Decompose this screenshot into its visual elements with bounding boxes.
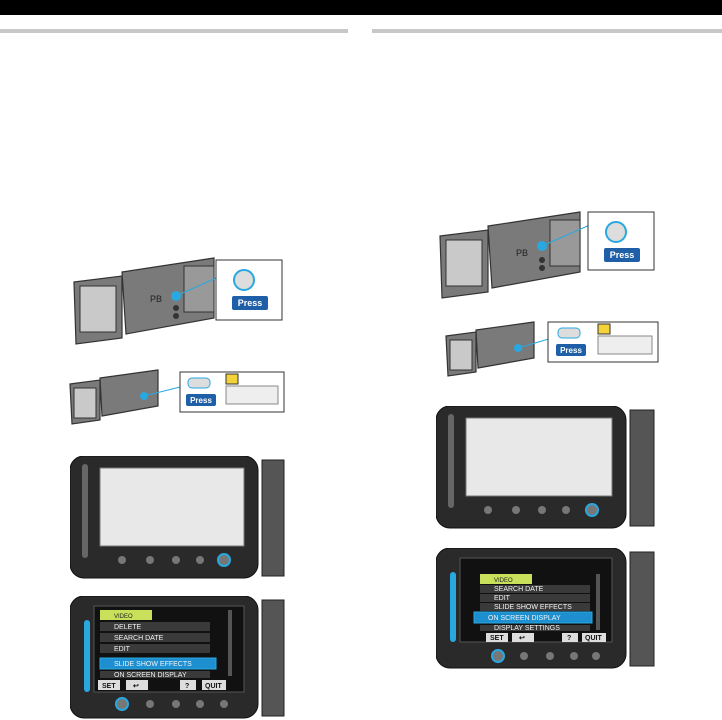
lcd-hinge — [261, 459, 285, 577]
touch-sensor-strip — [450, 572, 456, 642]
menu-item-label: DISPLAY SETTINGS — [494, 625, 560, 632]
scrollbar — [228, 610, 232, 676]
set-button-label: SET — [490, 635, 504, 642]
camera-mode-icon — [597, 323, 611, 335]
menu-item-label: EDIT — [114, 646, 131, 653]
menu-item-video — [480, 574, 532, 584]
menu-button-icon — [217, 553, 231, 567]
back-button — [512, 633, 534, 642]
ok-button-icon — [115, 697, 129, 711]
lcd-hinge — [629, 551, 655, 667]
menu-item-label: SLIDE SHOW EFFECTS — [114, 661, 192, 668]
back-icon: ↩ — [519, 635, 525, 642]
quit-button — [202, 680, 226, 690]
menu-screen-illustration-left: VIDEO DELETE SEARCH DATE EDIT SLIDE SHOW… — [70, 596, 285, 719]
menu-item — [480, 603, 590, 611]
lcd-display — [99, 467, 245, 547]
press-badge — [186, 394, 216, 406]
menu-item — [100, 671, 210, 678]
scrollbar — [596, 574, 600, 630]
menu-item — [100, 622, 210, 631]
menu-item — [480, 625, 590, 631]
camcorder-press-illustration-left: PB Press — [73, 257, 283, 345]
right-section-rule — [372, 29, 722, 33]
svg-text:PB: PB — [150, 294, 162, 304]
press-badge — [604, 248, 640, 262]
menu-screen-illustration-right: VIDEO SEARCH DATE EDIT SLIDE SHOW EFFECT… — [436, 548, 655, 669]
menu-item-label: ON SCREEN DISPLAY — [114, 672, 187, 679]
touch-sensor-strip — [448, 414, 454, 508]
lcd-screen-illustration-right — [436, 406, 655, 529]
menu-item-label: ON SCREEN DISPLAY — [488, 615, 561, 622]
help-button-label: ? — [567, 635, 571, 642]
menu-item-label: EDIT — [494, 595, 511, 602]
quit-button-label: QUIT — [585, 635, 602, 642]
press-badge — [232, 296, 268, 310]
press-badge — [556, 344, 586, 356]
callout-box — [215, 259, 283, 321]
quit-button-label: QUIT — [205, 683, 222, 690]
lcd-hinge — [261, 599, 285, 717]
camcorder-mode-illustration-right: Press — [445, 321, 659, 377]
press-label: Press — [610, 250, 635, 260]
menu-item — [480, 585, 590, 593]
menu-item — [100, 633, 210, 642]
play-button-icon — [233, 269, 255, 291]
menu-item-label: VIDEO — [114, 614, 133, 620]
menu-item-label: VIDEO — [494, 578, 513, 584]
lcd-hinge — [629, 409, 655, 527]
lcd-display — [465, 417, 613, 497]
svg-text:PB: PB — [516, 248, 528, 258]
press-label: Press — [238, 298, 263, 308]
play-button-icon — [605, 221, 627, 243]
set-button — [98, 680, 120, 690]
help-button — [180, 680, 196, 690]
left-section-rule — [0, 29, 348, 33]
back-button — [126, 680, 148, 690]
camcorder-press-illustration-right: PB Press — [439, 211, 655, 299]
touch-sensor-strip — [82, 464, 88, 558]
help-button-label: ? — [185, 683, 189, 690]
page-top-bar — [0, 0, 722, 15]
mode-indicator — [225, 385, 279, 405]
menu-item — [100, 644, 210, 653]
camcorder-mode-illustration-left: Press — [69, 369, 285, 425]
mode-switch-icon — [557, 327, 581, 339]
menu-item-label: DELETE — [114, 624, 142, 631]
lcd-screen-illustration-left — [70, 456, 285, 579]
set-button-label: SET — [102, 683, 116, 690]
menu-item-highlighted — [99, 657, 217, 670]
menu-item — [480, 594, 590, 602]
menu-list: VIDEO DELETE SEARCH DATE EDIT SLIDE SHOW… — [99, 610, 217, 679]
touch-sensor-strip — [84, 620, 90, 692]
camcorder-icon: PB — [73, 257, 215, 345]
press-label: Press — [190, 396, 212, 405]
camera-mode-icon — [225, 373, 239, 385]
mode-indicator — [597, 335, 653, 355]
menu-item-label: SEARCH DATE — [494, 586, 544, 593]
help-button — [562, 633, 578, 642]
back-icon: ↩ — [133, 683, 139, 690]
menu-item-label: SEARCH DATE — [114, 635, 164, 642]
menu-button-icon — [585, 503, 599, 517]
set-button — [486, 633, 508, 642]
press-label: Press — [560, 346, 582, 355]
menu-item-highlighted — [473, 611, 593, 624]
ok-button-icon — [491, 649, 505, 663]
menu-item-label: SLIDE SHOW EFFECTS — [494, 604, 572, 611]
mode-switch-icon — [187, 377, 211, 389]
quit-button — [582, 633, 606, 642]
menu-item-video — [100, 610, 152, 620]
